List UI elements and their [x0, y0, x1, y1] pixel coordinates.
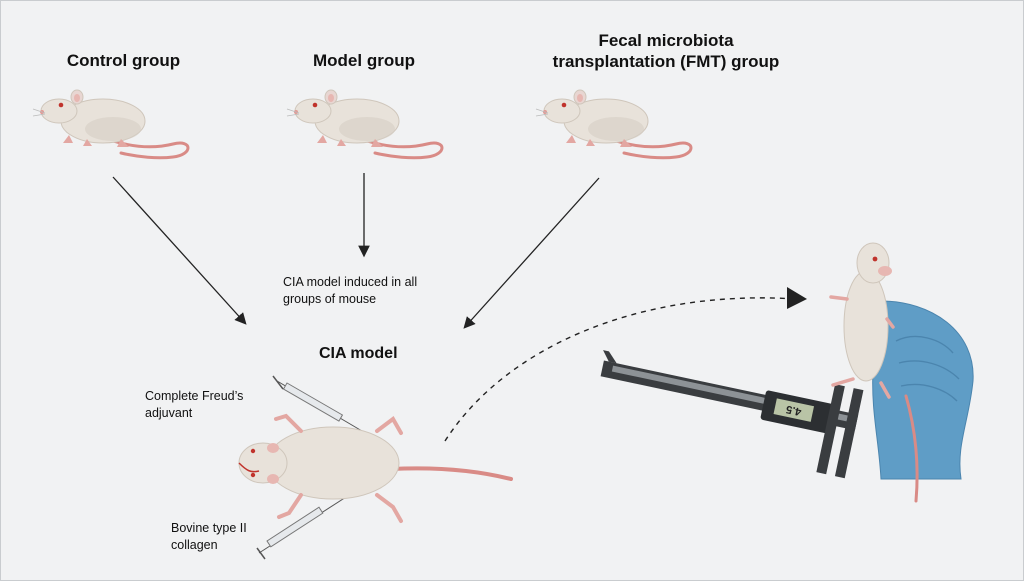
adjuvant-label-line2: adjuvant: [145, 406, 193, 420]
adjuvant-label: Complete Freud’s adjuvant: [145, 388, 275, 422]
model-mouse-icon: [285, 88, 444, 160]
cia-model-label: CIA model: [319, 345, 398, 362]
collagen-label-line1: Bovine type II: [171, 521, 247, 535]
induction-note-line2: groups of mouse: [283, 292, 377, 306]
collagen-label: Bovine type II collagen: [171, 520, 291, 554]
adjuvant-label-line1: Complete Freud’s: [145, 389, 244, 403]
control-group-label: Control group: [66, 51, 181, 70]
induction-note-line1: CIA model induced in all: [283, 275, 418, 289]
cia-mouse-icon: [238, 413, 513, 523]
control-mouse-icon: [31, 88, 190, 160]
fmt-group-label-line1: Fecal microbiota: [598, 31, 734, 50]
fmt-group-label-line2: transplantation (FMT) group: [552, 52, 780, 71]
induction-note: CIA model induced in all groups of mouse: [283, 274, 473, 308]
arrow-fmt-icon: [463, 177, 600, 329]
caliper-display: 4.5: [785, 403, 802, 418]
held-mouse-icon: [829, 242, 919, 503]
collagen-label-line2: collagen: [171, 538, 218, 552]
caliper-icon: 4.5: [600, 350, 864, 479]
arrow-control-icon: [112, 176, 247, 325]
gloved-hand-icon: [872, 300, 974, 480]
fmt-mouse-icon: [534, 88, 693, 160]
dashed-arrowhead-icon: [787, 287, 807, 309]
fmt-group-label: Fecal microbiota transplantation (FMT) g…: [541, 30, 791, 72]
model-group-label: Model group: [313, 51, 415, 70]
dashed-arrow-icon: [444, 297, 797, 442]
